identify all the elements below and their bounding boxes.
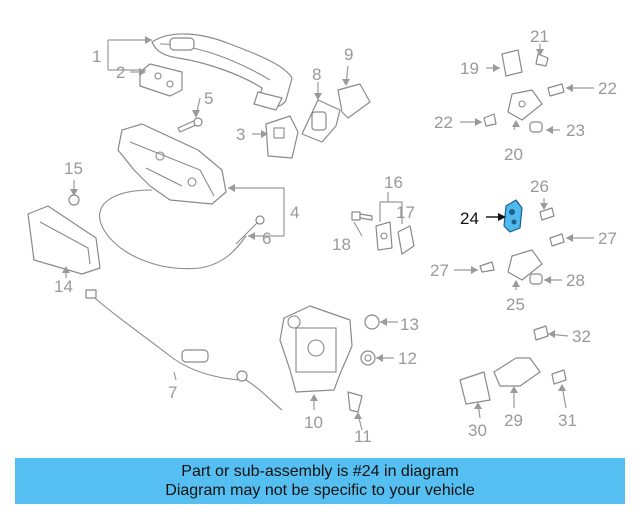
callout-17: 17 <box>396 203 415 222</box>
part-9 <box>337 83 371 119</box>
part-12-nut <box>360 350 376 366</box>
callout-28: 28 <box>566 271 585 290</box>
callout-30: 30 <box>468 421 487 440</box>
part-30-stopper <box>459 371 491 405</box>
callout-27-right: 27 <box>598 229 617 248</box>
callout-labels: 1 2 3 4 5 6 7 8 9 10 11 12 13 14 15 16 1… <box>54 27 617 446</box>
bracket-3-part <box>265 115 299 159</box>
part-27-bolt <box>479 233 565 273</box>
banner-line-2: Diagram may not be specific to your vehi… <box>165 482 475 499</box>
part-17-pad <box>397 225 415 255</box>
part-14-handle-bezel <box>27 205 101 275</box>
part-20-upper-hinge <box>507 89 543 121</box>
callout-2: 2 <box>116 63 125 82</box>
part-13-plug <box>364 314 380 330</box>
part-32-bolt <box>533 325 549 341</box>
callout-14: 14 <box>54 277 73 296</box>
callout-19: 19 <box>460 59 479 78</box>
callout-3: 3 <box>236 125 245 144</box>
callout-10: 10 <box>304 413 323 432</box>
info-banner: Part or sub-assembly is #24 in diagram D… <box>15 458 625 504</box>
part-31-bolt <box>551 369 567 385</box>
callout-1: 1 <box>92 47 101 66</box>
callout-15: 15 <box>64 159 83 178</box>
inner-handle-carrier-part <box>117 123 227 205</box>
callout-5: 5 <box>204 89 213 108</box>
part-25-lower-hinge <box>507 249 543 281</box>
callout-16: 16 <box>384 173 403 192</box>
callout-4: 4 <box>290 203 299 222</box>
callout-20: 20 <box>504 145 523 164</box>
callout-6: 6 <box>262 229 271 248</box>
callout-25: 25 <box>506 295 525 314</box>
part-24-highlighted-bracket <box>503 199 523 233</box>
part-19-bracket <box>501 49 523 77</box>
part-16-clip-set <box>375 221 393 251</box>
parts-diagram: 1 2 3 4 5 6 7 8 9 10 11 12 13 14 15 16 1… <box>27 27 617 446</box>
part-26-bolt <box>539 207 555 221</box>
callout-29: 29 <box>504 411 523 430</box>
callout-24: 24 <box>460 209 479 228</box>
part-23-bushing <box>529 121 543 133</box>
callout-22-right: 22 <box>598 79 617 98</box>
part-8 <box>301 99 341 143</box>
part-10-door-latch <box>279 305 353 393</box>
part-11-bolt <box>347 391 363 413</box>
callout-23: 23 <box>566 121 585 140</box>
part-18-screw <box>351 211 373 221</box>
callout-11: 11 <box>354 427 372 446</box>
leader-arrowheads <box>62 36 573 419</box>
cable-7-part <box>85 289 283 411</box>
callout-27-left: 27 <box>430 261 449 280</box>
handle-cover-part <box>139 63 183 97</box>
callout-32: 32 <box>572 327 591 346</box>
callout-7: 7 <box>168 383 177 402</box>
part-21-bolt <box>535 53 549 67</box>
cable-6-part <box>99 189 265 270</box>
exterior-handle-part <box>151 33 293 111</box>
callout-22-left: 22 <box>434 113 453 132</box>
callout-18: 18 <box>332 235 351 254</box>
callout-8: 8 <box>312 65 321 84</box>
callout-12: 12 <box>398 349 417 368</box>
callout-21: 21 <box>530 27 549 46</box>
screw-5-part <box>177 117 203 133</box>
part-22-bolt <box>483 83 565 127</box>
part-15-clip <box>68 194 80 206</box>
banner-line-1: Part or sub-assembly is #24 in diagram <box>181 463 459 480</box>
leader-24-arrow <box>498 213 506 221</box>
callout-9: 9 <box>344 45 353 64</box>
callout-26: 26 <box>530 177 549 196</box>
callout-31: 31 <box>558 411 577 430</box>
callout-13: 13 <box>400 315 419 334</box>
part-28-bushing <box>529 273 543 285</box>
part-29-check-strap <box>493 357 541 387</box>
